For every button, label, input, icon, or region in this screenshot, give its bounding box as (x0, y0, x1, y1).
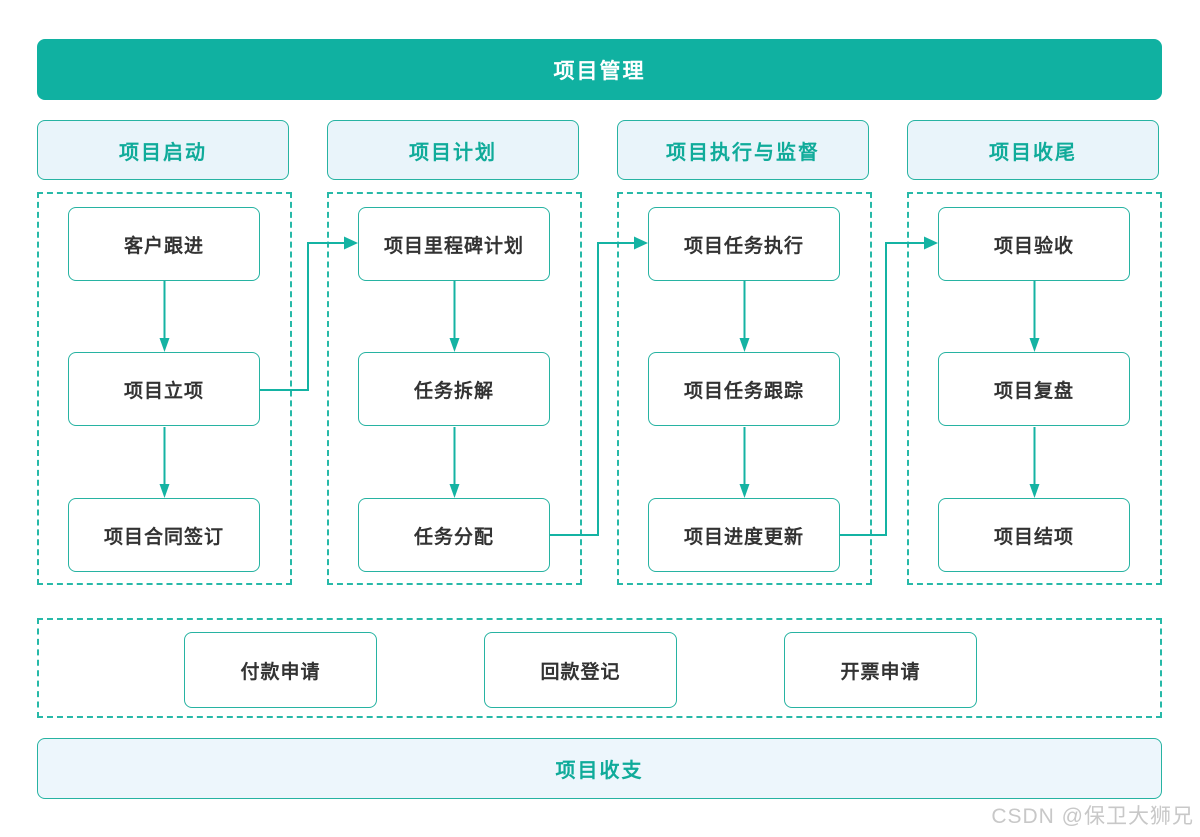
footer-label: 项目收支 (555, 760, 644, 782)
node-label: 任务分配 (413, 526, 494, 548)
footer-banner: 项目收支 (37, 738, 1162, 799)
node-label: 任务拆解 (413, 380, 494, 402)
node-collection-register: 回款登记 (484, 632, 677, 708)
diagram-title: 项目管理 (553, 59, 646, 83)
phase-header-label: 项目执行与监督 (666, 141, 820, 164)
phase-header-planning: 项目计划 (327, 120, 579, 180)
node-contract-signing: 项目合同签订 (68, 498, 260, 572)
diagram-title-banner: 项目管理 (37, 39, 1162, 100)
node-milestone-plan: 项目里程碑计划 (358, 207, 550, 281)
node-task-tracking: 项目任务跟踪 (648, 352, 840, 426)
phase-header-label: 项目计划 (409, 141, 497, 164)
node-label: 项目进度更新 (683, 526, 804, 548)
node-project-review: 项目复盘 (938, 352, 1130, 426)
node-label: 项目合同签订 (103, 526, 224, 548)
node-progress-update: 项目进度更新 (648, 498, 840, 572)
node-project-initiation-approval: 项目立项 (68, 352, 260, 426)
node-label: 客户跟进 (123, 235, 204, 257)
phase-header-label: 项目收尾 (989, 141, 1077, 164)
node-label: 项目里程碑计划 (383, 235, 524, 257)
phase-header-initiation: 项目启动 (37, 120, 289, 180)
node-task-assignment: 任务分配 (358, 498, 550, 572)
node-label: 付款申请 (240, 661, 321, 683)
node-label: 开票申请 (840, 661, 921, 683)
phase-header-closure: 项目收尾 (907, 120, 1159, 180)
watermark-text: CSDN @保卫大狮兄 (991, 805, 1194, 828)
node-project-closure: 项目结项 (938, 498, 1130, 572)
node-payment-request: 付款申请 (184, 632, 377, 708)
node-label: 项目任务跟踪 (683, 380, 804, 402)
node-label: 项目验收 (993, 235, 1074, 257)
node-invoice-request: 开票申请 (784, 632, 977, 708)
node-label: 项目复盘 (993, 380, 1074, 402)
phase-header-label: 项目启动 (119, 141, 207, 164)
node-label: 项目结项 (993, 526, 1074, 548)
node-customer-follow-up: 客户跟进 (68, 207, 260, 281)
node-label: 回款登记 (540, 661, 621, 683)
phase-header-execution: 项目执行与监督 (617, 120, 869, 180)
node-task-breakdown: 任务拆解 (358, 352, 550, 426)
node-task-execution: 项目任务执行 (648, 207, 840, 281)
node-label: 项目立项 (123, 380, 204, 402)
lane-finance (37, 618, 1162, 718)
node-project-acceptance: 项目验收 (938, 207, 1130, 281)
node-label: 项目任务执行 (683, 235, 804, 257)
